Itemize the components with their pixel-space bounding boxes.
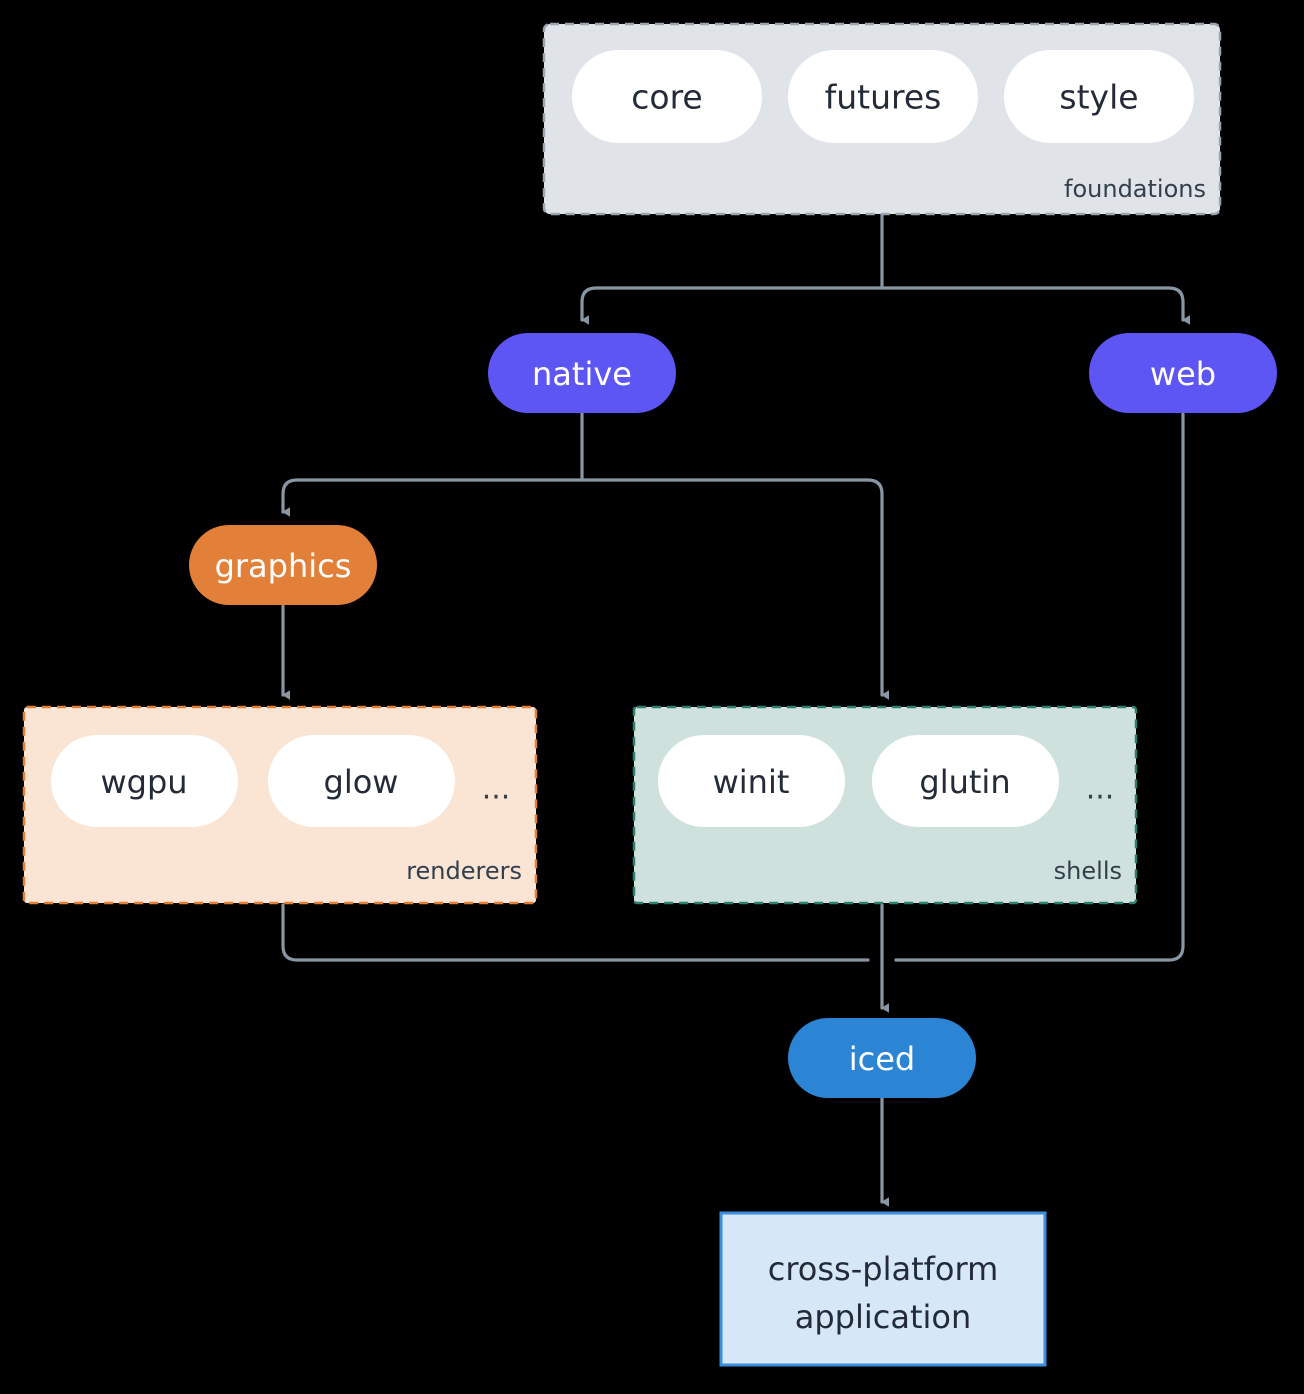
application-label-line2: application: [795, 1298, 972, 1336]
edge-foundations-to-native: [580, 286, 884, 325]
pill-glow-shape: [268, 735, 455, 827]
node-native-label: native: [532, 355, 632, 393]
application-box: [719, 1211, 1047, 1367]
pill-core[interactable]: core: [572, 50, 762, 143]
shells-overflow-ellipsis: ...: [1086, 772, 1115, 807]
pill-glow[interactable]: glow: [268, 735, 455, 827]
edge-web-to-iced: [894, 412, 1185, 962]
pill-core-label: core: [631, 78, 702, 117]
edge-native-to-shells: [580, 478, 889, 700]
group-shells: winit glutin ... shells: [632, 705, 1138, 905]
pill-wgpu[interactable]: wgpu: [51, 735, 238, 827]
node-iced-shape: [788, 1018, 976, 1098]
node-graphics-label: graphics: [215, 547, 352, 585]
edge-renderers-to-iced: [281, 903, 870, 962]
pill-winit-shape: [658, 735, 845, 827]
group-renderers: wgpu glow ... renderers: [22, 705, 538, 905]
node-iced[interactable]: iced: [788, 1018, 976, 1098]
node-graphics[interactable]: graphics: [189, 525, 377, 605]
shells-group-label: shells: [1054, 857, 1122, 885]
foundations-group-label: foundations: [1064, 175, 1206, 203]
pill-futures-label: futures: [825, 78, 942, 117]
edge-native-to-graphics: [281, 478, 584, 517]
node-graphics-shape: [189, 525, 377, 605]
node-iced-label: iced: [849, 1040, 915, 1078]
pill-futures[interactable]: futures: [788, 50, 978, 143]
pill-wgpu-label: wgpu: [100, 763, 187, 801]
pill-glutin-label: glutin: [919, 763, 1010, 801]
edge-foundations-to-web: [880, 286, 1190, 325]
renderers-group-label: renderers: [406, 857, 522, 885]
edge-layer: [281, 212, 1190, 1207]
pill-futures-shape: [788, 50, 978, 143]
pill-core-shape: [572, 50, 762, 143]
renderers-overflow-ellipsis: ...: [482, 772, 511, 807]
pill-glutin[interactable]: glutin: [872, 735, 1059, 827]
pill-glutin-shape: [872, 735, 1059, 827]
node-native-shape: [488, 333, 676, 413]
node-web[interactable]: web: [1089, 333, 1277, 413]
pill-style[interactable]: style: [1004, 50, 1194, 143]
pill-style-shape: [1004, 50, 1194, 143]
node-web-shape: [1089, 333, 1277, 413]
pill-winit-label: winit: [713, 763, 790, 801]
node-native[interactable]: native: [488, 333, 676, 413]
application-label-line1: cross-platform: [768, 1250, 998, 1288]
node-web-label: web: [1150, 355, 1216, 393]
node-application[interactable]: cross-platform application: [719, 1211, 1047, 1367]
pill-style-label: style: [1059, 78, 1138, 117]
pill-wgpu-shape: [51, 735, 238, 827]
group-foundations: core futures style foundations: [542, 22, 1222, 216]
pill-glow-label: glow: [324, 763, 399, 801]
pill-winit[interactable]: winit: [658, 735, 845, 827]
